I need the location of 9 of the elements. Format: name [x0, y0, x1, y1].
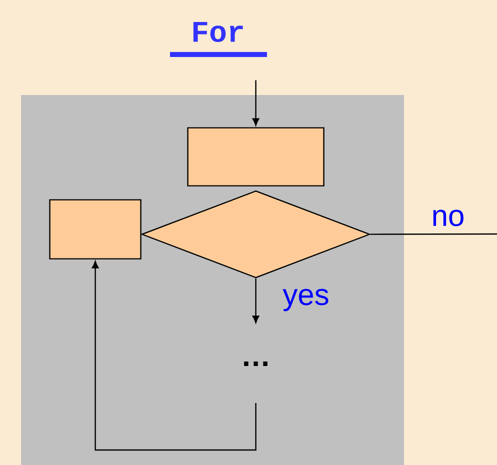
edge-label: yes	[282, 288, 328, 312]
arrow	[252, 80, 260, 126]
title: For	[193, 22, 243, 42]
edge-label: no	[433, 210, 464, 226]
arrow	[252, 278, 260, 324]
arrow	[92, 260, 256, 451]
process-box	[187, 127, 324, 186]
process-box	[49, 199, 142, 260]
ellipsis-text: …	[244, 362, 268, 366]
